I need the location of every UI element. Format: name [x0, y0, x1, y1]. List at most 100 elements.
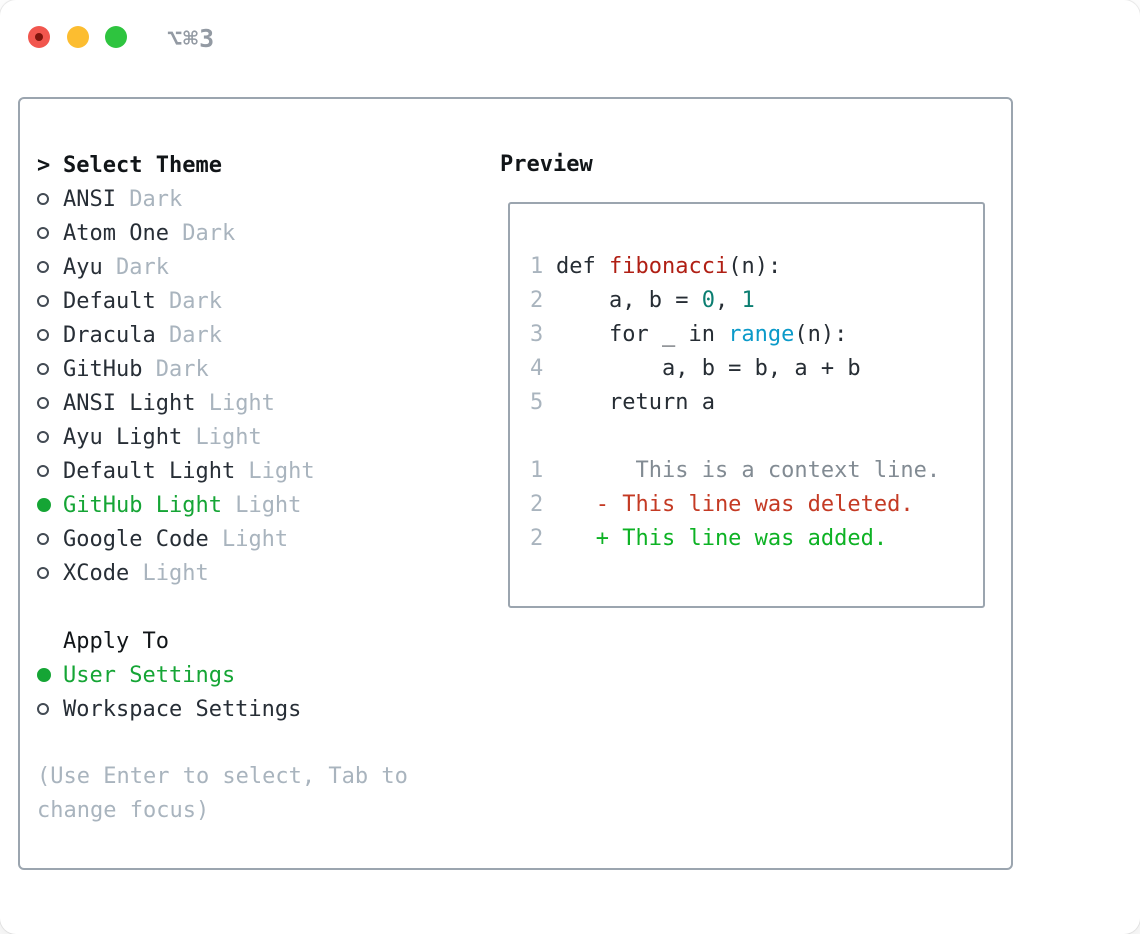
code-line: 1 This is a context line. [530, 454, 983, 488]
theme-option[interactable]: XCode Light [37, 556, 408, 590]
close-active-dot [35, 33, 43, 41]
radio-unselected-icon [37, 703, 63, 715]
option-variant-label: Light [235, 458, 315, 484]
option-label: Workspace Settings [63, 696, 302, 722]
code-segment-plain: return a [556, 390, 715, 415]
code-segment-plain: (n): [794, 322, 848, 347]
option-variant-label: Light [208, 526, 289, 552]
code-segment-plain: a, b = [556, 288, 702, 313]
theme-option[interactable]: Ayu Dark [37, 250, 408, 284]
code-segment-num: 1 [741, 288, 755, 313]
theme-option[interactable]: Dracula Dark [37, 318, 408, 352]
code-line: 2 + This line was added. [530, 522, 983, 556]
code-line: 4 a, b = b, a + b [530, 352, 983, 386]
apply-to-title: Apply To [63, 628, 169, 654]
line-number [530, 420, 543, 454]
code-segment-builtin: range [728, 322, 795, 347]
option-variant-label: Light [129, 560, 209, 586]
close-button[interactable] [28, 26, 50, 48]
theme-option[interactable]: Atom One Dark [37, 216, 408, 250]
select-theme-header: >Select Theme [37, 148, 408, 182]
line-number: 2 [530, 288, 544, 313]
empty-circle-icon [37, 363, 49, 375]
option-label: Dracula [63, 322, 156, 348]
line-number: 4 [530, 356, 544, 381]
option-variant-label: Light [195, 390, 275, 416]
option-variant-label: Dark [155, 322, 222, 348]
code-line [530, 420, 983, 454]
theme-option[interactable]: Default Light Light [37, 454, 408, 488]
radio-unselected-icon [37, 193, 63, 205]
radio-unselected-icon [37, 295, 63, 307]
hint-text-line-1: (Use Enter to select, Tab to [37, 764, 408, 789]
code-segment-context: This is a context line. [556, 458, 941, 483]
code-segment-plain: a, b = b, a + b [556, 356, 861, 381]
option-label: Google Code [63, 526, 209, 552]
theme-option[interactable]: ANSI Dark [37, 182, 408, 216]
line-number: 1 [530, 458, 544, 483]
empty-circle-icon [37, 567, 49, 579]
code-line: 5 return a [530, 386, 983, 420]
line-number: 3 [530, 322, 544, 347]
radio-unselected-icon [37, 465, 63, 477]
option-label: GitHub [63, 356, 143, 382]
radio-unselected-icon [37, 329, 63, 341]
radio-selected-icon [37, 498, 63, 512]
filled-circle-icon [37, 668, 51, 682]
option-label: Default Light [63, 458, 236, 484]
apply-to-header: Apply To [37, 624, 408, 658]
empty-circle-icon [37, 329, 49, 341]
code-segment-plain: (n): [728, 254, 782, 279]
option-label: User Settings [63, 662, 236, 688]
code-segment-plain: for _ in [556, 322, 729, 347]
line-number: 1 [530, 254, 544, 279]
option-label: ANSI Light [63, 390, 196, 416]
option-variant-label: Dark [115, 186, 183, 212]
apply-to-option[interactable]: User Settings [37, 658, 408, 692]
option-variant-label: Dark [155, 288, 222, 314]
theme-option[interactable]: Google Code Light [37, 522, 408, 556]
empty-circle-icon [37, 533, 49, 545]
radio-unselected-icon [37, 397, 63, 409]
zoom-button[interactable] [105, 26, 127, 48]
empty-circle-icon [37, 227, 49, 239]
option-label: GitHub Light [63, 492, 222, 518]
theme-option[interactable]: GitHub Dark [37, 352, 408, 386]
code-segment-num: 0 [701, 288, 715, 313]
code-segment-func: fibonacci [608, 254, 729, 279]
theme-option[interactable]: Default Dark [37, 284, 408, 318]
theme-option[interactable]: ANSI Light Light [37, 386, 408, 420]
radio-selected-icon [37, 668, 63, 682]
option-label: XCode [63, 560, 130, 586]
spacer [37, 590, 408, 624]
empty-circle-icon [37, 397, 49, 409]
radio-unselected-icon [37, 363, 63, 375]
empty-circle-icon [37, 465, 49, 477]
code-line: 2 - This line was deleted. [530, 488, 983, 522]
radio-unselected-icon [37, 261, 63, 273]
empty-circle-icon [37, 703, 49, 715]
apply-to-option[interactable]: Workspace Settings [37, 692, 408, 726]
code-segment-plain: def [556, 254, 609, 279]
option-variant-label: Light [221, 492, 302, 518]
hint-text-line-2: change focus) [37, 798, 210, 823]
code-segment-added: + This line was added. [556, 526, 888, 551]
minimize-button[interactable] [67, 26, 89, 48]
option-label: ANSI [63, 186, 116, 212]
spacer [37, 726, 408, 760]
focus-arrow-icon: > [37, 152, 51, 178]
theme-option[interactable]: Ayu Light Light [37, 420, 408, 454]
empty-circle-icon [37, 431, 49, 443]
code-segment-deleted: - This line was deleted. [556, 492, 914, 517]
option-variant-label: Dark [168, 220, 236, 246]
window-title: ⌥⌘3 [167, 24, 216, 53]
option-variant-label: Light [182, 424, 262, 450]
theme-option[interactable]: GitHub Light Light [37, 488, 408, 522]
radio-unselected-icon [37, 567, 63, 579]
